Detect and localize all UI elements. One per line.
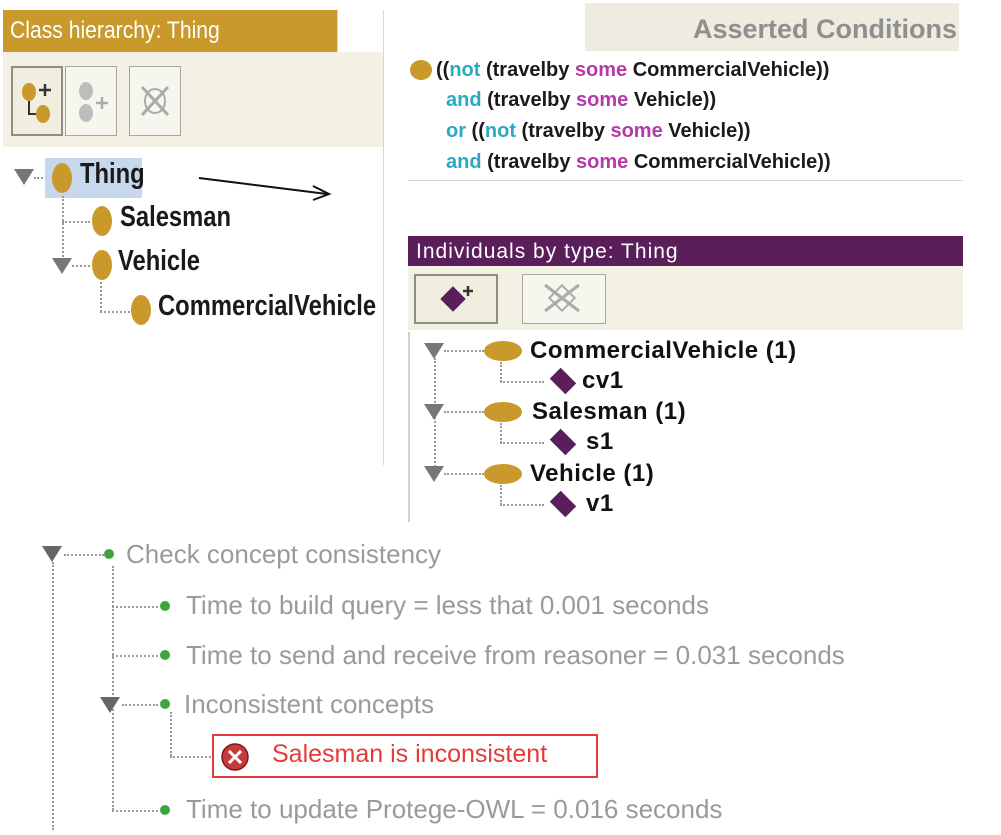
- tree-connector: [444, 411, 484, 413]
- individuals-toolbar: [408, 266, 963, 330]
- tree-connector: [122, 704, 158, 706]
- add-individual-button[interactable]: [414, 274, 498, 324]
- class-icon: [52, 163, 72, 193]
- status-dot-icon: [160, 699, 170, 709]
- tree-connector: [112, 655, 158, 657]
- expand-triangle-icon[interactable]: [100, 697, 120, 713]
- expand-triangle-icon[interactable]: [424, 466, 444, 482]
- condition-class-icon: [410, 60, 432, 80]
- tree-connector: [500, 362, 502, 382]
- individuals-header: Individuals by type: Thing: [408, 236, 963, 266]
- tree-connector: [112, 606, 158, 608]
- expand-triangle-icon[interactable]: [42, 546, 62, 562]
- class-item-thing[interactable]: Thing: [80, 158, 145, 190]
- tree-connector: [34, 177, 50, 179]
- expand-triangle-icon[interactable]: [424, 343, 444, 359]
- individual-item-s1[interactable]: s1: [586, 428, 614, 455]
- delete-individual-icon: [544, 283, 580, 313]
- inconsistent-item-box[interactable]: Salesman is inconsistent: [212, 734, 598, 778]
- class-item-commercialvehicle[interactable]: CommercialVehicle: [158, 290, 377, 322]
- class-item-salesman[interactable]: Salesman: [120, 201, 232, 233]
- log-root[interactable]: Check concept consistency: [126, 539, 442, 569]
- class-icon: [484, 464, 522, 484]
- tree-connector: [100, 282, 102, 312]
- tree-connector: [62, 221, 90, 223]
- class-hierarchy-header: Class hierarchy: Thing: [3, 10, 338, 52]
- condition-line[interactable]: ((not (travelby some CommercialVehicle)): [436, 59, 830, 81]
- condition-line[interactable]: and (travelby some Vehicle)): [446, 89, 717, 111]
- tree-connector: [72, 265, 90, 267]
- annotation-arrow-icon: [198, 177, 332, 201]
- tree-connector: [62, 196, 64, 268]
- individuals-tree: [408, 332, 965, 522]
- log-build-query[interactable]: Time to build query = less that 0.001 se…: [186, 590, 709, 620]
- individual-item-v1[interactable]: v1: [586, 490, 614, 517]
- delete-individual-button[interactable]: [522, 274, 606, 324]
- individual-group-vehicle[interactable]: Vehicle (1): [530, 460, 655, 487]
- delete-class-button[interactable]: [129, 66, 181, 136]
- class-item-vehicle[interactable]: Vehicle: [118, 245, 200, 277]
- add-sibling-button[interactable]: [65, 66, 117, 136]
- tree-connector: [500, 381, 544, 383]
- tree-connector: [500, 485, 502, 505]
- asserted-conditions-header: Asserted Conditions: [585, 3, 959, 51]
- tree-connector: [52, 562, 54, 830]
- tree-connector: [500, 504, 544, 506]
- delete-class-icon: [140, 85, 170, 117]
- class-icon: [484, 402, 522, 422]
- status-dot-icon: [160, 805, 170, 815]
- tree-connector: [500, 442, 544, 444]
- tree-connector: [112, 566, 114, 810]
- status-dot-icon: [160, 601, 170, 611]
- class-icon: [131, 295, 151, 325]
- add-subclass-button[interactable]: [11, 66, 63, 136]
- log-update[interactable]: Time to update Protege-OWL = 0.016 secon…: [186, 794, 723, 824]
- add-individual-icon: [440, 286, 473, 312]
- tree-connector: [64, 554, 104, 556]
- class-icon: [484, 341, 522, 361]
- divider: [408, 180, 963, 181]
- tree-connector: [500, 423, 502, 443]
- condition-line[interactable]: or ((not (travelby some Vehicle)): [446, 120, 751, 142]
- tree-connector: [444, 473, 484, 475]
- tree-connector: [170, 756, 214, 758]
- individual-item-cv1[interactable]: cv1: [582, 367, 624, 394]
- tree-connector: [100, 311, 130, 313]
- condition-line[interactable]: and (travelby some CommercialVehicle)): [446, 151, 831, 173]
- class-hierarchy-toolbar: [3, 52, 383, 147]
- tree-connector: [444, 350, 484, 352]
- status-dot-icon: [160, 650, 170, 660]
- individual-group-salesman[interactable]: Salesman (1): [532, 398, 687, 425]
- tree-connector: [112, 810, 158, 812]
- log-send-receive[interactable]: Time to send and receive from reasoner =…: [186, 640, 845, 670]
- status-dot-icon: [104, 549, 114, 559]
- add-sibling-icon: [79, 82, 108, 122]
- expand-triangle-icon[interactable]: [424, 404, 444, 420]
- error-icon: [221, 743, 249, 771]
- tree-connector: [170, 712, 172, 756]
- class-icon: [92, 250, 112, 280]
- expand-triangle-icon[interactable]: [14, 169, 34, 185]
- add-subclass-icon: [22, 83, 51, 123]
- expand-triangle-icon[interactable]: [52, 258, 72, 274]
- inconsistent-item-label: Salesman is inconsistent: [272, 740, 548, 768]
- log-inconsistent-header[interactable]: Inconsistent concepts: [184, 689, 435, 719]
- class-icon: [92, 206, 112, 236]
- individual-group-commercialvehicle[interactable]: CommercialVehicle (1): [530, 337, 797, 364]
